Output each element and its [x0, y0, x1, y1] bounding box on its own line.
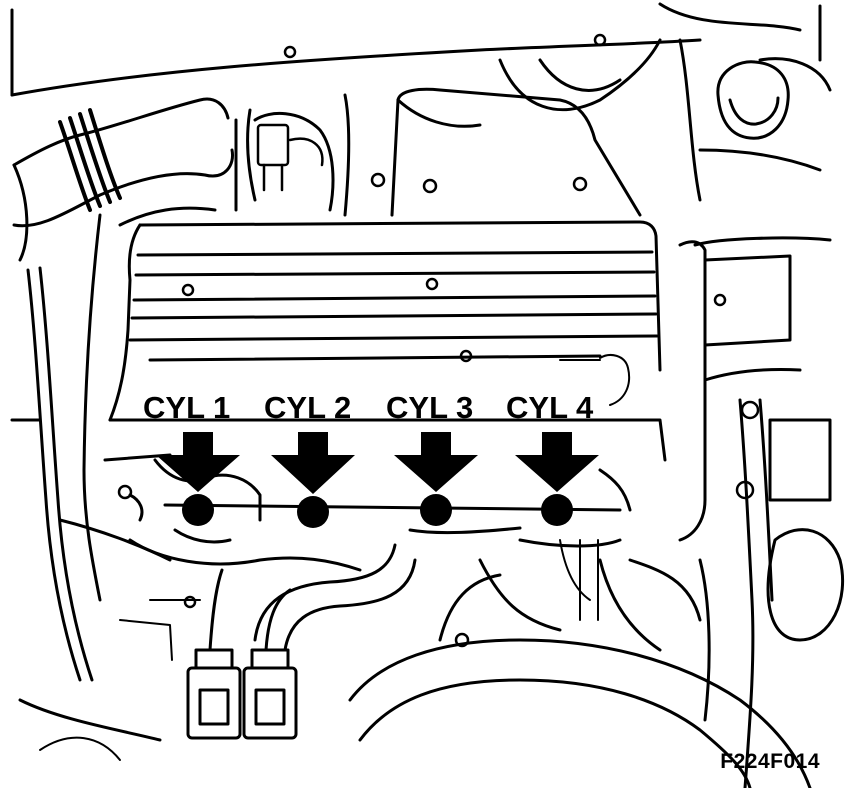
valve-cover-bolts — [181, 33, 607, 363]
cylinder-label-1: CYL 1 — [143, 390, 230, 425]
left-hoses — [10, 213, 362, 742]
cylinder-label-2: CYL 2 — [264, 390, 351, 425]
detail-lines — [39, 354, 630, 761]
spark-plug-well-2 — [297, 496, 329, 528]
arrow-down-icon — [271, 432, 355, 494]
cylinder-label-4: CYL 4 — [506, 390, 594, 425]
cylinder-labels: CYL 1 CYL 2 CYL 3 CYL 4 — [143, 390, 594, 425]
air-intake-hose — [12, 97, 235, 262]
arrow-down-icon — [156, 432, 240, 492]
right-components — [628, 236, 845, 788]
valve-cover — [103, 220, 667, 462]
spark-plug-well-1 — [182, 494, 214, 526]
hood-outline — [10, 2, 822, 112]
right-bolts — [117, 293, 760, 648]
cylinder-arrows — [156, 432, 599, 494]
connector-plugs — [186, 568, 298, 740]
spark-plug-well-3 — [420, 494, 452, 526]
spark-plug-well-4 — [541, 494, 573, 526]
cylinder-label-3: CYL 3 — [386, 390, 473, 425]
spark-plug-wells — [182, 494, 573, 528]
lower-hoses — [253, 543, 812, 788]
arrow-down-icon — [515, 432, 599, 492]
figure-code: F224F014 — [720, 750, 820, 773]
manifold-block — [234, 87, 642, 217]
reservoir-cap — [678, 38, 832, 202]
sensor-connector — [256, 123, 324, 192]
arrow-down-icon — [394, 432, 478, 492]
